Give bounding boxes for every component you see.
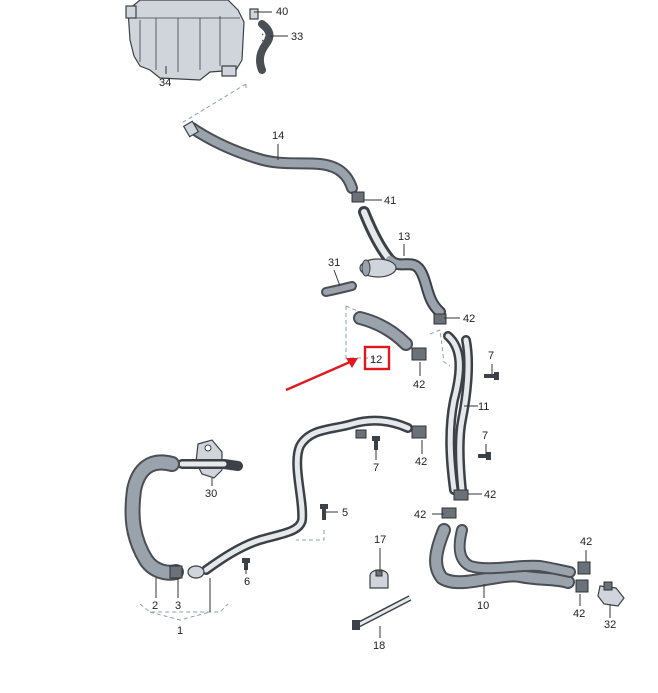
label-17: 17 [374,534,386,546]
pipe-11 [443,331,474,495]
expansion-tank [125,0,259,81]
label-3: 3 [175,600,181,612]
label-32: 32 [604,619,616,631]
label-11: 11 [478,401,489,413]
label-12: 12 [370,354,382,366]
clip-17 [369,569,389,589]
label-41: 41 [384,195,396,207]
label-13: 13 [398,231,410,243]
label-10: 10 [477,600,489,612]
label-14: 14 [272,130,284,142]
label-42-upper: 42 [463,313,475,325]
bolt-7-upper [484,372,499,380]
bolt-7-right [478,452,491,460]
highlight-marker [285,345,391,392]
label-6: 6 [244,576,250,588]
label-5: 5 [342,507,348,519]
label-2: 2 [152,600,158,612]
cable-tie-18 [352,595,412,630]
hose-10 [429,523,576,590]
label-7-upper: 7 [488,350,494,362]
bolt-7-left [372,436,380,450]
label-30: 30 [205,488,217,500]
flange-30 [177,439,243,479]
clamp-41 [351,191,365,203]
clamp-3 [169,565,183,579]
bolt-5 [320,504,328,520]
label-42-far-right: 42 [580,536,592,548]
connector-32 [597,581,625,607]
label-42-mid: 42 [413,379,425,391]
label-42-lower: 42 [414,509,426,521]
label-1: 1 [177,625,183,637]
label-7-left: 7 [373,462,379,474]
label-42-left: 42 [415,456,427,468]
hose-2 [124,454,184,581]
label-31: 31 [328,257,340,269]
label-40: 40 [276,6,288,18]
label-18: 18 [373,640,385,652]
label-42-right: 42 [484,489,496,501]
hose-14 [182,120,358,194]
label-34: 34 [159,77,171,89]
label-42-bottom: 42 [573,608,585,620]
long-coolant-pipe [201,415,413,575]
label-33: 33 [291,31,303,43]
label-7-right: 7 [482,430,488,442]
